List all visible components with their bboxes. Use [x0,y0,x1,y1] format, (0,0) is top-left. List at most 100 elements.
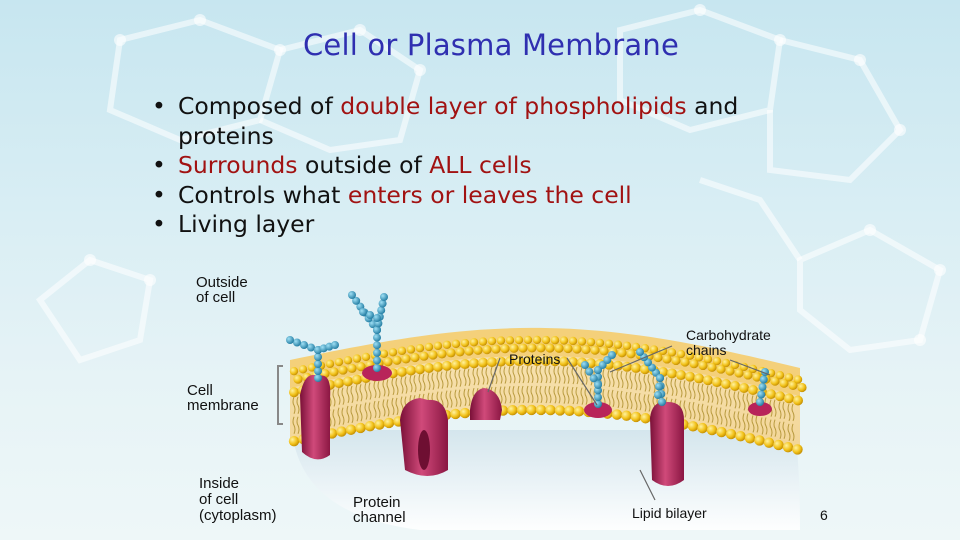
phospholipid-head [487,336,497,346]
phospholipid-head [550,356,560,367]
phospholipid-head [735,430,746,442]
phospholipid-head [743,370,753,380]
phospholipid-head [792,444,803,455]
phospholipid-head [694,373,704,384]
phospholipid-head [676,370,686,381]
carbohydrate-bead [348,291,356,299]
phospholipid-tail [733,411,737,429]
phospholipid-tail [652,375,656,394]
phospholipid-head [450,408,461,420]
phospholipid-head [622,341,632,350]
phospholipid-tail [346,405,350,424]
carbohydrate-bead [373,333,381,342]
phospholipid-tail [778,401,782,419]
phospholipid-tail [719,387,723,405]
phospholipid-tail [701,403,705,422]
protein-top-small [362,365,392,381]
phospholipid-tail [521,385,525,404]
phospholipid-head [325,359,335,369]
bullet-text: Living layer [178,210,315,238]
phospholipid-tail [422,373,426,392]
bullet-item: •Living layer [150,210,810,240]
phospholipid-head [716,364,726,374]
phospholipid-head [406,345,416,354]
phospholipid-head [478,337,488,346]
phospholipid-head [415,364,425,375]
carbohydrate-bead [603,356,612,364]
phospholipid-tail [643,394,647,412]
bullet-dot: • [152,180,166,209]
phospholipid-tail [562,366,566,384]
label-carbohydrate-chains: Carbohydrate chains [686,327,771,358]
phospholipid-tail [472,367,476,386]
phospholipid-tail [530,385,534,404]
carbohydrate-bead [314,360,322,368]
phospholipid-head [775,371,785,380]
phospholipid-head [626,349,636,359]
phospholipid-head [775,391,785,402]
phospholipid-head [451,339,461,349]
phospholipid-tail [575,386,579,405]
phospholipid-tail [782,401,786,419]
phospholipid-tail [409,375,413,393]
phospholipid-head [730,380,740,391]
phospholipid-head [706,424,718,436]
phospholipid-head [433,361,443,372]
phospholipid-head [428,350,438,360]
phospholipid-tail [355,384,359,402]
phospholipid-tail [508,386,512,404]
phospholipid-head [514,356,524,367]
phospholipid-head [782,441,794,453]
carbohydrate-bead [373,348,381,357]
phospholipid-tail [742,413,746,431]
carbohydrate-bead [373,341,381,350]
phospholipid-tail [386,379,390,397]
phospholipid-head [460,338,470,348]
phospholipid-tail [733,391,737,409]
phospholipid-head [590,345,600,355]
phospholipid-tail [521,365,525,384]
phospholipid-tail [625,391,629,410]
phospholipid-tail [706,385,710,403]
carbohydrate-bead [373,314,381,322]
phospholipid-head [748,384,758,395]
phospholipid-head [496,336,506,345]
phospholipid-tail [413,375,417,393]
phospholipid-head [752,372,762,382]
phospholipid-tail [373,400,377,419]
phospholipid-tail [737,391,741,409]
carbohydrate-bead [656,374,664,382]
protein-right-small [748,402,772,416]
carbohydrate-bead [585,367,594,376]
phospholipid-tail [341,387,345,405]
phospholipid-tail [773,399,777,417]
phospholipid-head [703,355,713,364]
phospholipid-head [734,368,744,378]
phospholipid-head [482,345,492,355]
phospholipid-tail [566,366,570,384]
phospholipid-head [397,346,407,356]
phospholipid-head [496,356,506,367]
phospholipid-tail [296,396,300,414]
phospholipid-head [410,352,420,363]
carbohydrate-bead [380,293,388,301]
phospholipid-head [336,426,347,437]
bullet-list: •Composed of double layer of phospholipi… [150,92,810,240]
phospholipid-head [563,343,573,354]
phospholipid-tail [571,366,575,385]
phospholipid-tail [481,367,485,385]
phospholipid-tail [625,371,629,390]
phospholipid-tail [760,417,764,435]
phospholipid-tail [364,382,368,400]
phospholipid-tail [607,389,611,408]
phospholipid-tail [602,368,606,387]
phospholipid-tail [647,394,651,412]
carbohydrate-bead [300,341,308,349]
phospholipid-tail [355,404,359,422]
phospholipid-head [667,348,677,357]
phospholipid-tail [427,372,431,390]
carbohydrate-bead [594,393,602,402]
phospholipid-head [487,357,497,368]
carbohydrate-bead [373,326,381,334]
phospholipid-head [793,395,803,406]
